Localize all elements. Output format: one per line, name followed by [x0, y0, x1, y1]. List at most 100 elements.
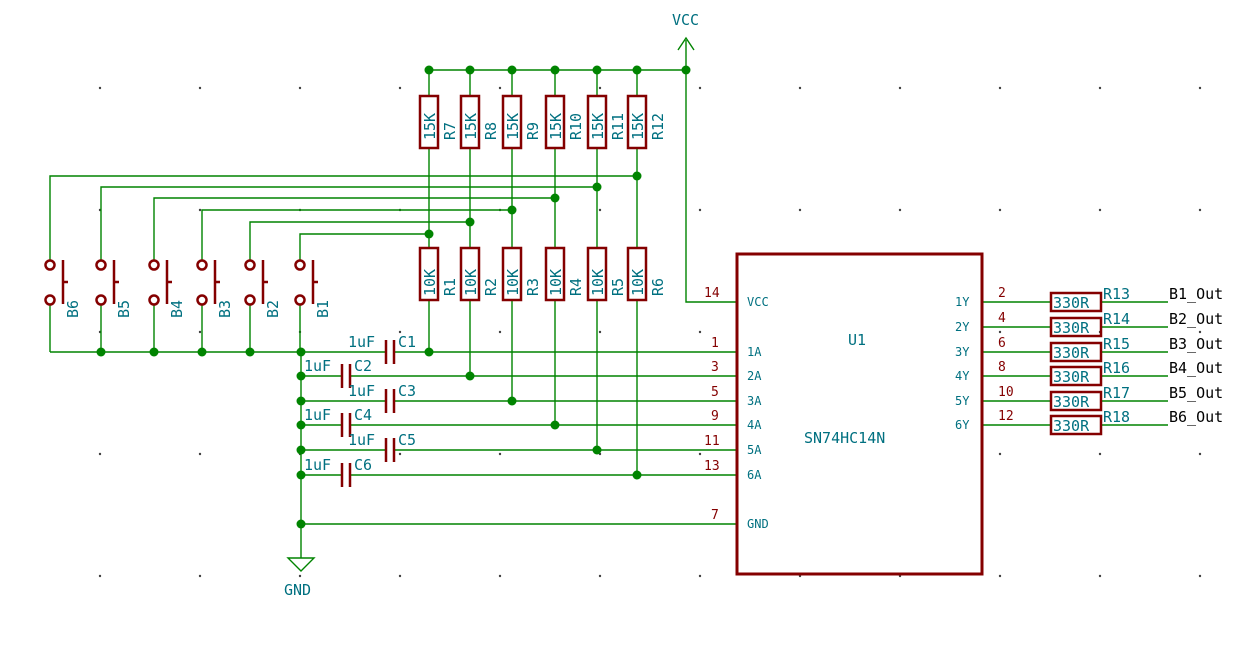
grid-dot: [598, 574, 602, 578]
pullup-value: 15K: [504, 113, 522, 140]
capacitor-value: 1uF: [304, 357, 331, 375]
output-resistor-body: [1049, 341, 1103, 363]
junctions: [96, 65, 691, 529]
output-net-label: B6_Out: [1169, 408, 1223, 426]
button-contact: [294, 259, 306, 271]
grid-dot: [198, 86, 202, 90]
capacitor-ref: C2: [354, 357, 372, 375]
ic-value: SN74HC14N: [804, 429, 885, 447]
button-contact: [244, 294, 256, 306]
ic-ref: U1: [848, 331, 866, 349]
button-label: B4: [168, 300, 186, 318]
pullup-ref: R12: [649, 113, 667, 140]
output-resistor-value: 330R: [1053, 417, 1090, 435]
button-signal-wire: [299, 233, 429, 260]
pullup-resistor-body: [586, 94, 608, 150]
series-resistor-body: [459, 246, 481, 302]
junction-dot: [592, 445, 602, 455]
junction-dot: [507, 205, 517, 215]
button-label: B6: [64, 300, 82, 318]
ic-pin-number: 7: [711, 508, 719, 523]
ic-pin-number: 12: [998, 409, 1014, 424]
output-resistor-ref: R13: [1103, 285, 1130, 303]
ic-pin-name: 2A: [747, 369, 762, 383]
junction-dot: [592, 182, 602, 192]
junction-dot: [632, 65, 642, 75]
series-resistor-body: [501, 246, 523, 302]
pullup-resistor-body: [418, 94, 440, 150]
grid-dot: [398, 574, 402, 578]
output-resistor-ref: R14: [1103, 310, 1130, 328]
ic-pin-name: VCC: [747, 295, 769, 309]
output-resistor-value: 330R: [1053, 344, 1090, 362]
grid-dot: [598, 208, 602, 212]
series-value: 10K: [629, 269, 647, 296]
grid-dot: [698, 452, 702, 456]
grid-dot: [98, 86, 102, 90]
output-resistor-body: [1049, 365, 1103, 387]
ic-pin-name: 6A: [747, 468, 762, 482]
junction-dot: [507, 396, 517, 406]
junction-dot: [96, 347, 106, 357]
vcc-power-symbol: VCC: [672, 11, 699, 70]
junction-dot: [245, 347, 255, 357]
junction-dot: [424, 65, 434, 75]
grid-dot: [1198, 574, 1202, 578]
capacitor-ref: C6: [354, 456, 372, 474]
button-signal-wire: [201, 209, 512, 260]
grid-dot: [198, 574, 202, 578]
button-label: B2: [264, 300, 282, 318]
pullup-value: 15K: [629, 113, 647, 140]
grid-dot: [198, 330, 202, 334]
output-net-label: B2_Out: [1169, 310, 1223, 328]
output-net-label: B1_Out: [1169, 285, 1223, 303]
pullup-ref: R10: [567, 113, 585, 140]
grid-dot: [898, 208, 902, 212]
grid-dot: [698, 574, 702, 578]
ic-pin-name: 1Y: [955, 295, 970, 309]
output-net-label: B5_Out: [1169, 384, 1223, 402]
junction-dot: [465, 65, 475, 75]
grid-dot: [698, 330, 702, 334]
output-resistor-body: [1049, 390, 1103, 412]
output-resistor-body: [1049, 316, 1103, 338]
output-resistor-ref: R18: [1103, 408, 1130, 426]
output-resistor-ref: R15: [1103, 335, 1130, 353]
series-ref: R1: [441, 278, 459, 296]
ic-pin-name: 6Y: [955, 418, 970, 432]
ic-pin-number: 14: [704, 286, 720, 301]
button-contact: [44, 259, 56, 271]
pullup-ref: R7: [441, 122, 459, 140]
ic-pin-name: 5Y: [955, 394, 970, 408]
capacitor-value: 1uF: [348, 382, 375, 400]
output-resistor-ref: R17: [1103, 384, 1130, 402]
button-label: B5: [115, 300, 133, 318]
junction-dot: [592, 65, 602, 75]
ic-pin-name: 1A: [747, 345, 762, 359]
output-resistor-value: 330R: [1053, 393, 1090, 411]
series-value: 10K: [504, 269, 522, 296]
grid-dot: [998, 86, 1002, 90]
pullup-resistor-body: [626, 94, 648, 150]
series-resistor-body: [626, 246, 648, 302]
ic-pin-name: 5A: [747, 443, 762, 457]
junction-dot: [197, 347, 207, 357]
junction-dot: [465, 371, 475, 381]
grid-dot: [998, 452, 1002, 456]
vcc-to-ic-wire: [685, 70, 737, 303]
pullup-value: 15K: [589, 113, 607, 140]
series-ref: R2: [482, 278, 500, 296]
grid-dot: [998, 574, 1002, 578]
grid-dot: [1098, 86, 1102, 90]
grid-dot: [998, 208, 1002, 212]
grid-dot: [1198, 452, 1202, 456]
grid-dot: [198, 208, 202, 212]
junction-dot: [296, 347, 306, 357]
pullup-value: 15K: [462, 113, 480, 140]
grid-dot: [598, 330, 602, 334]
grid-dot: [998, 330, 1002, 334]
pullup-resistor-body: [501, 94, 523, 150]
output-net-label: B4_Out: [1169, 359, 1223, 377]
output-resistor-body: [1049, 414, 1103, 436]
grid-dot: [498, 330, 502, 334]
